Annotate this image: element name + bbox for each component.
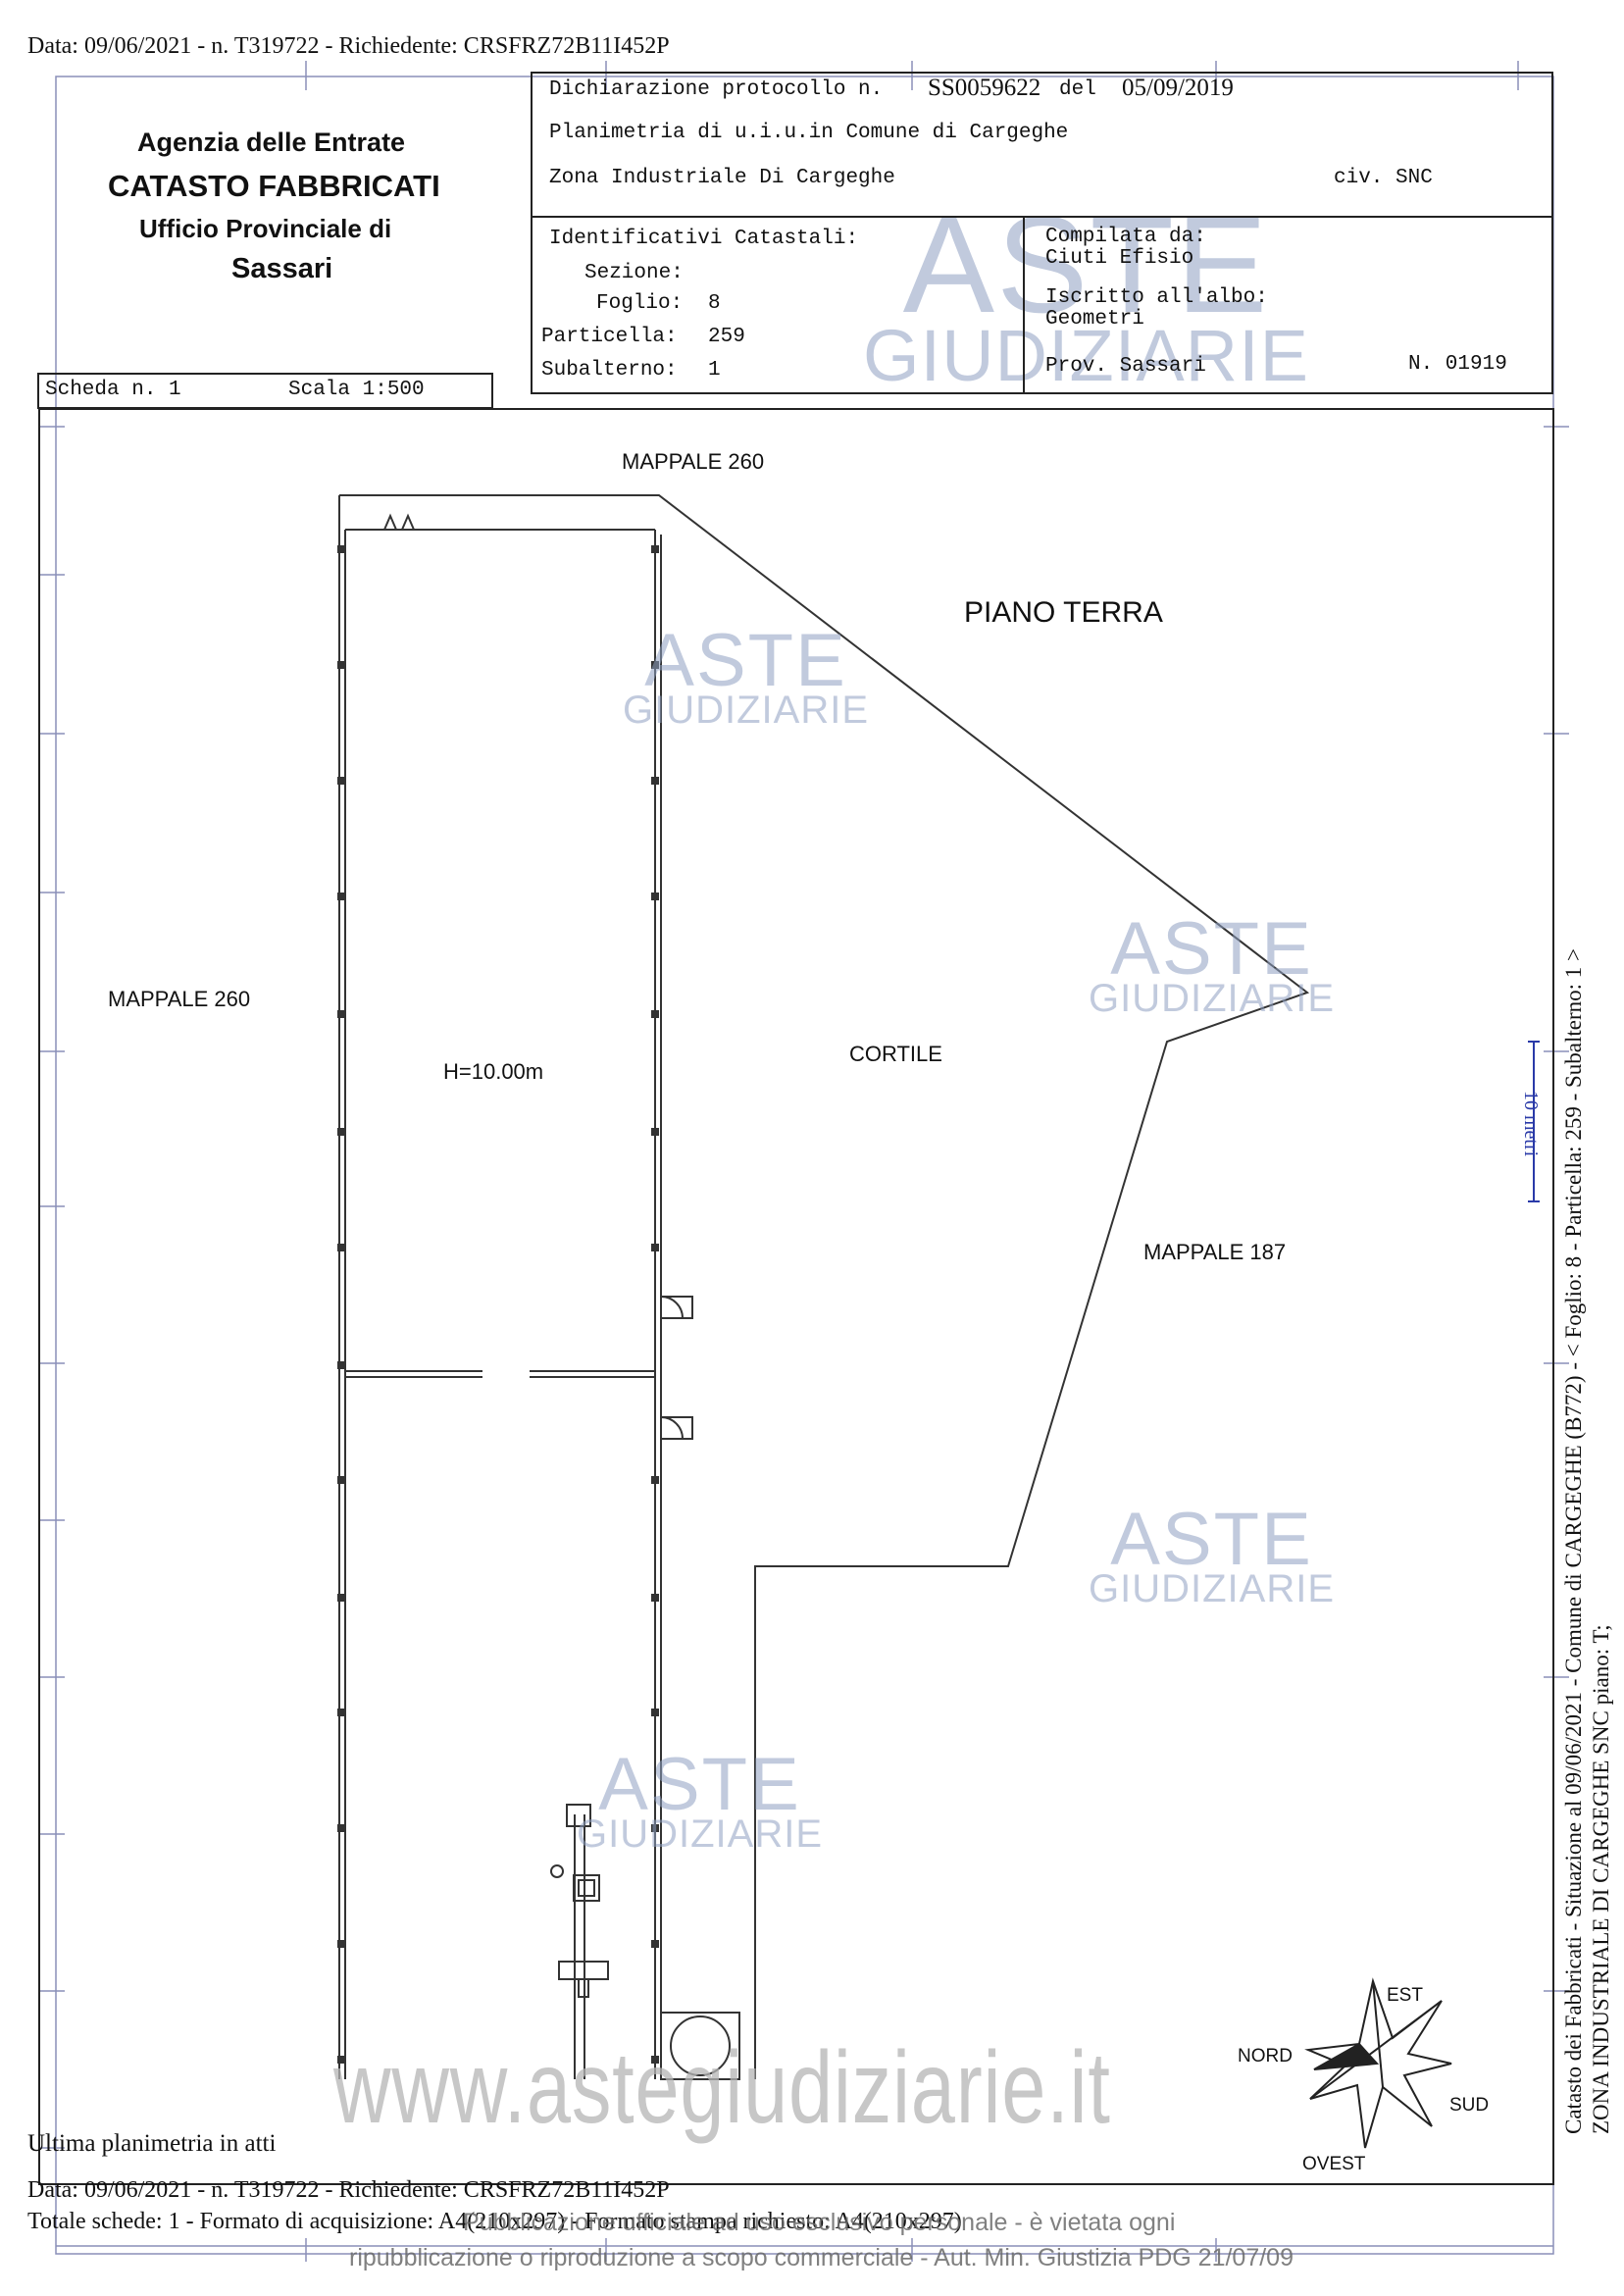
civico: civ. SNC <box>1334 167 1433 189</box>
protocol-date: 05/09/2019 <box>1122 75 1234 101</box>
label-cortile: CORTILE <box>849 1042 942 1066</box>
iscritto-value: Geometri <box>1045 308 1144 331</box>
scheda-number: Scheda n. 1 <box>45 379 181 401</box>
footer-request-line: Data: 09/06/2021 - n. T319722 - Richiede… <box>27 2177 670 2203</box>
label-piano-terra: PIANO TERRA <box>964 596 1163 629</box>
albo-number: N. 01919 <box>1408 353 1507 376</box>
footer-totale: Totale schede: 1 - Formato di acquisizio… <box>27 2209 962 2234</box>
compass-est: EST <box>1387 1985 1423 2006</box>
planimetria-line: Planimetria di u.i.u.in Comune di Cargeg… <box>549 122 1069 144</box>
compiler-box <box>1023 216 1553 394</box>
compass-ovest: OVEST <box>1302 2154 1366 2174</box>
ufficio-city: Sassari <box>231 253 333 284</box>
footer-pubblicazione: Pubblicazione ufficiale ad uso esclusivo… <box>463 2209 1176 2236</box>
iscritto-label: Iscritto all'albo: <box>1045 286 1268 309</box>
scale-bar-label: 10 metri <box>1520 1091 1542 1157</box>
foglio-label: Foglio: <box>596 292 684 315</box>
zona-line: Zona Industriale Di Cargeghe <box>549 167 895 189</box>
provincia: Prov. Sassari <box>1045 355 1206 378</box>
protocol-number: SS0059622 <box>928 75 1041 101</box>
sezione-label: Sezione: <box>584 262 684 284</box>
compass-sud: SUD <box>1449 2095 1490 2116</box>
compilata-label: Compilata da: <box>1045 226 1206 248</box>
side-situazione-text: Catasto dei Fabbricati - Situazione al 0… <box>1561 948 1586 2134</box>
scheda-scale: Scala 1:500 <box>288 379 425 401</box>
agency-name: Agenzia delle Entrate <box>137 128 406 157</box>
label-mappale-top: MAPPALE 260 <box>622 449 765 474</box>
compass-icon <box>1304 1977 1452 2149</box>
scheda-box <box>37 373 493 409</box>
top-request-line: Data: 09/06/2021 - n. T319722 - Richiede… <box>27 33 670 59</box>
ufficio-label: Ufficio Provinciale di <box>139 214 392 243</box>
identifiers-title: Identificativi Catastali: <box>549 228 859 250</box>
protocol-label: Dichiarazione protocollo n. <box>549 78 884 101</box>
protocol-del: del <box>1059 78 1096 101</box>
label-height: H=10.00m <box>443 1059 544 1084</box>
label-mappale-left: MAPPALE 260 <box>108 987 251 1011</box>
compilata-value: Ciuti Efisio <box>1045 247 1194 270</box>
label-mappale-right: MAPPALE 187 <box>1143 1240 1287 1264</box>
ultima-planimetria: Ultima planimetria in atti <box>27 2130 277 2157</box>
particella-value: 259 <box>708 326 745 348</box>
watermark-site: www.astegiudiziarie.it <box>333 2031 1111 2145</box>
side-zona-text: ZONA INDUSTRIALE DI CARGEGHE SNC piano: … <box>1589 1624 1613 2134</box>
catasto-title: CATASTO FABBRICATI <box>108 169 440 203</box>
subalterno-value: 1 <box>708 359 721 382</box>
footer-ripubblicazione: ripubblicazione o riproduzione a scopo c… <box>349 2244 1294 2271</box>
subalterno-label: Subalterno: <box>541 359 678 382</box>
foglio-value: 8 <box>708 292 721 315</box>
compass-nord: NORD <box>1238 2046 1293 2066</box>
particella-label: Particella: <box>541 326 678 348</box>
